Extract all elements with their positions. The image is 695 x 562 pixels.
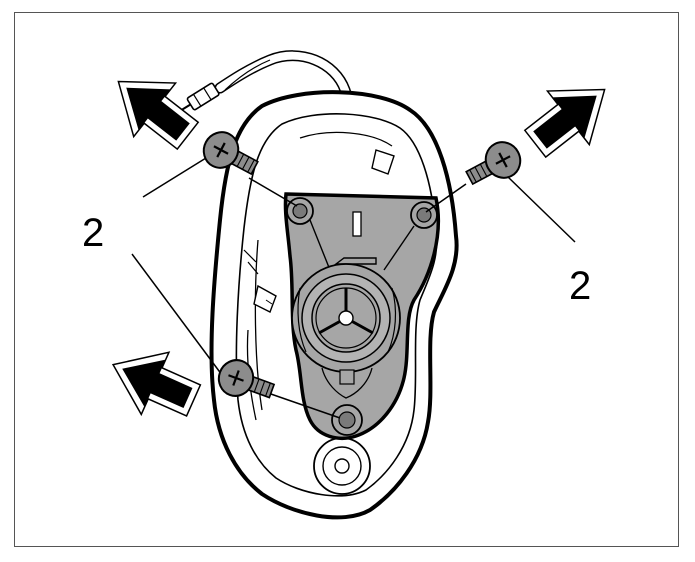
screw-icon — [202, 131, 259, 176]
leader-lines — [131, 157, 576, 419]
callout-label: 2 — [82, 211, 105, 255]
callout-label: 2 — [569, 264, 592, 308]
screw-icon — [465, 141, 522, 186]
screw-icon — [217, 359, 276, 399]
arrow-icon — [513, 61, 627, 172]
connector-icon — [181, 82, 220, 111]
bottom-boss — [313, 437, 371, 495]
arrow-icon — [96, 53, 210, 164]
motor-module — [283, 192, 441, 441]
arrow-icon — [98, 332, 209, 433]
